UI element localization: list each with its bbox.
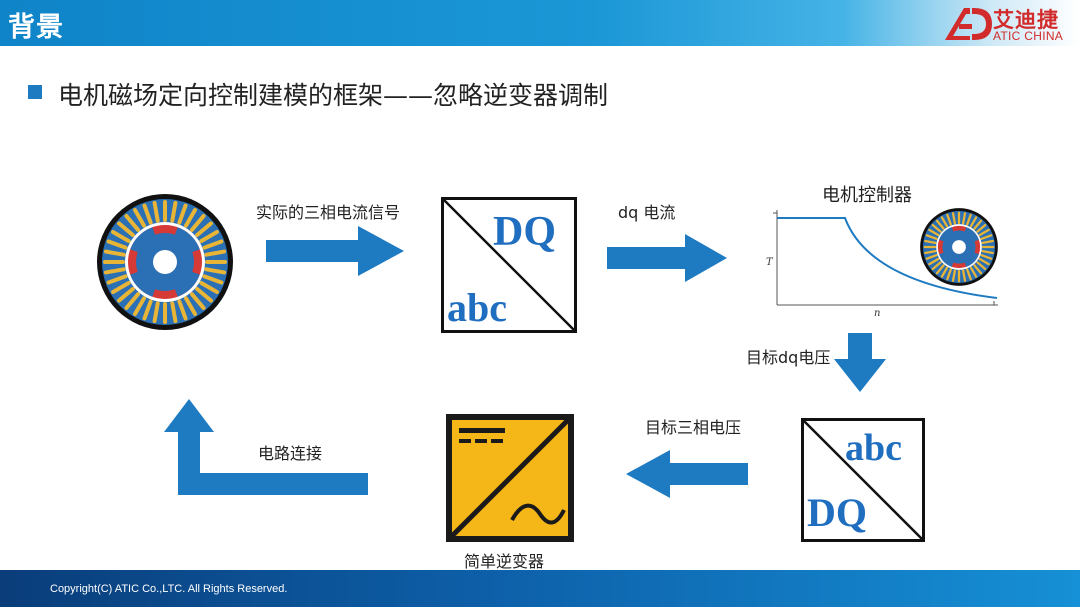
header-bar: 背景 xyxy=(0,0,1080,46)
slide-subtitle: 电机磁场定向控制建模的框架——忽略逆变器调制 xyxy=(58,81,609,110)
arrow3-label: 目标dq电压 xyxy=(746,348,831,367)
box2-top-text: abc xyxy=(845,427,902,469)
box1-bottom-text: abc xyxy=(447,285,507,330)
logo-text-cn: 艾迪捷 xyxy=(993,8,1059,32)
left-arrow-icon xyxy=(626,450,748,498)
right-arrow-icon xyxy=(266,226,404,276)
dq-to-abc-transform-box: abc DQ xyxy=(801,418,925,542)
footer-bar: Copyright(C) ATIC Co.,LTC. All Rights Re… xyxy=(0,570,1080,607)
elbow-up-arrow-icon xyxy=(164,399,368,495)
atic-logo-icon xyxy=(945,8,992,40)
controller-title: 电机控制器 xyxy=(822,185,912,206)
torque-speed-chart: T n xyxy=(766,210,998,319)
copyright-text: Copyright(C) ATIC Co.,LTC. All Rights Re… xyxy=(50,583,288,595)
down-arrow-icon xyxy=(834,333,886,392)
arrow1-label: 实际的三相电流信号 xyxy=(256,203,401,222)
arrow2-label: dq 电流 xyxy=(618,203,676,222)
logo-text-en: ATIC CHINA xyxy=(993,29,1064,43)
motor-small-icon xyxy=(920,208,998,286)
inverter-label: 简单逆变器 xyxy=(464,552,545,571)
box2-bottom-text: DQ xyxy=(807,490,867,535)
motor-cross-section-icon xyxy=(97,194,233,330)
arrow5-label: 电路连接 xyxy=(258,444,323,463)
inverter-icon xyxy=(446,414,574,542)
axis-y-label: T xyxy=(766,257,774,268)
abc-to-dq-transform-box: DQ abc xyxy=(441,197,577,333)
arrow4-label: 目标三相电压 xyxy=(645,418,742,437)
axis-x-label: n xyxy=(874,308,880,319)
box1-top-text: DQ xyxy=(493,209,556,255)
page-title: 背景 xyxy=(8,12,64,43)
bullet-square-icon xyxy=(28,85,42,99)
right-arrow-icon xyxy=(607,234,727,282)
